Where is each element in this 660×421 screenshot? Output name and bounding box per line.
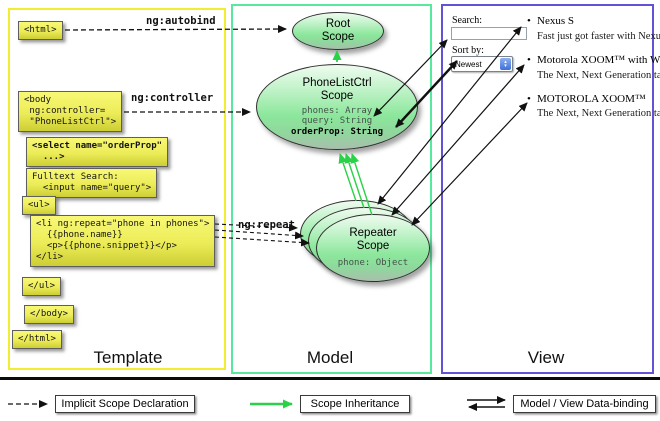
code-line: Fulltext Search:: [32, 172, 119, 182]
select-stepper-icon: ▴▾: [500, 58, 511, 70]
template-column-label: Template: [93, 348, 163, 367]
code-box-fulltext-search: Fulltext Search: <input name="query">: [26, 168, 158, 198]
legend-separator-line: [0, 377, 660, 380]
legend-databinding-box: Model / View Data-binding: [513, 395, 656, 413]
code-line: </ul>: [28, 281, 56, 291]
code-line: <input name="query">: [32, 183, 152, 193]
legend-implicit-scope-box: Implicit Scope Declaration: [55, 395, 195, 413]
code-line: <body: [24, 95, 52, 105]
code-line: {{phone.name}}: [36, 230, 123, 240]
phone-item-desc: The Next, Next Generation tablet.: [537, 108, 660, 119]
code-box-ul-close: </ul>: [22, 277, 62, 296]
phone-item-desc: The Next, Next Generation tablet.: [537, 70, 660, 81]
stepper-down-icon: ▾: [504, 63, 507, 69]
code-box-html-close: </html>: [12, 330, 62, 349]
code-box-body-open: <body ng:controller= "PhoneListCtrl">: [18, 91, 123, 132]
phone-item-desc: Fast just got faster with Nexus S.: [537, 31, 660, 42]
code-line: </html>: [18, 334, 56, 344]
ng-repeat-label: ng:repeat: [238, 219, 295, 231]
code-line: ...>: [32, 152, 65, 162]
root-scope-subtitle: Scope: [321, 31, 355, 43]
code-line: "PhoneListCtrl">: [24, 117, 117, 127]
phonelistctrl-prop-orderprop: orderProp: String: [290, 126, 384, 137]
phonelistctrl-prop-phones: phones: Array: [301, 105, 373, 116]
code-line: <ul>: [28, 200, 50, 210]
ng-controller-label: ng:controller: [131, 92, 214, 104]
code-box-ul-open: <ul>: [22, 196, 56, 215]
search-input[interactable]: [451, 27, 527, 40]
code-line: <p>{{phone.snippet}}</p>: [36, 241, 177, 251]
model-column-label: Model: [306, 348, 354, 367]
repeater-prop-phone: phone: Object: [337, 258, 409, 269]
phonelistctrl-title: PhoneListCtrl: [302, 76, 372, 89]
code-line: <html>: [24, 25, 57, 35]
code-box-li-repeat: <li ng:repeat="phone in phones"> {{phone…: [30, 215, 216, 267]
code-line: </li>: [36, 252, 64, 262]
model-column-frame: [231, 4, 432, 374]
phonelistctrl-prop-query: query: String: [301, 116, 373, 127]
ng-autobind-label: ng:autobind: [146, 15, 216, 27]
repeater-title: Repeater: [349, 227, 397, 240]
repeater-scope-ellipse-front: Repeater Scope phone: Object: [316, 214, 430, 282]
bullet-icon: •: [527, 93, 531, 105]
bullet-icon: •: [527, 15, 531, 27]
search-label: Search:: [452, 15, 482, 26]
code-line: </body>: [30, 309, 68, 319]
phonelistctrl-subtitle: Scope: [320, 89, 354, 102]
code-line: <select name="orderProp": [32, 141, 163, 151]
sort-by-label: Sort by:: [452, 45, 484, 56]
sort-select[interactable]: Newest ▴▾: [451, 56, 513, 72]
repeater-subtitle: Scope: [356, 240, 390, 253]
code-line: ng:controller=: [24, 106, 106, 116]
legend-scope-inheritance-box: Scope Inheritance: [300, 395, 410, 413]
code-box-body-close: </body>: [24, 305, 74, 324]
phone-item-name: Nexus S: [537, 15, 574, 27]
root-scope-title: Root: [325, 18, 351, 30]
code-box-html-open: <html>: [18, 21, 63, 40]
view-column-label: View: [527, 348, 565, 367]
phone-item-name: MOTOROLA XOOM™: [537, 93, 646, 105]
bullet-icon: •: [527, 54, 531, 66]
code-line: <li ng:repeat="phone in phones">: [36, 219, 210, 229]
phone-item-name: Motorola XOOM™ with Wi-Fi: [537, 54, 660, 66]
code-box-select-orderprop: <select name="orderProp" ...>: [26, 137, 169, 167]
phonelistctrl-scope-ellipse: PhoneListCtrl Scope phones: Array query:…: [256, 64, 418, 150]
sort-select-value: Newest: [455, 59, 482, 69]
root-scope-ellipse: Root Scope: [292, 12, 384, 50]
